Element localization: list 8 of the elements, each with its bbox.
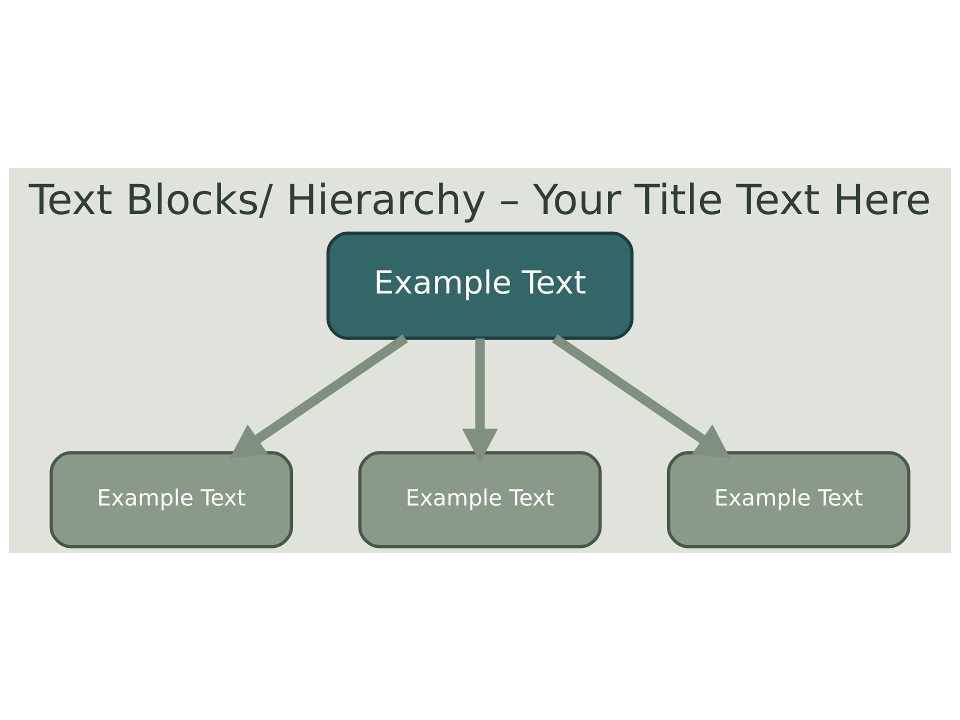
node-box: Example Text xyxy=(50,450,294,548)
diagram-title: Text Blocks/ Hierarchy – Your Title Text Here xyxy=(28,175,932,224)
arrow xyxy=(230,334,408,458)
node-box: Example Text xyxy=(326,231,634,340)
arrow xyxy=(552,334,730,458)
arrow xyxy=(462,338,498,462)
node-box: Example Text xyxy=(358,450,602,548)
node-box: Example Text xyxy=(666,450,910,548)
